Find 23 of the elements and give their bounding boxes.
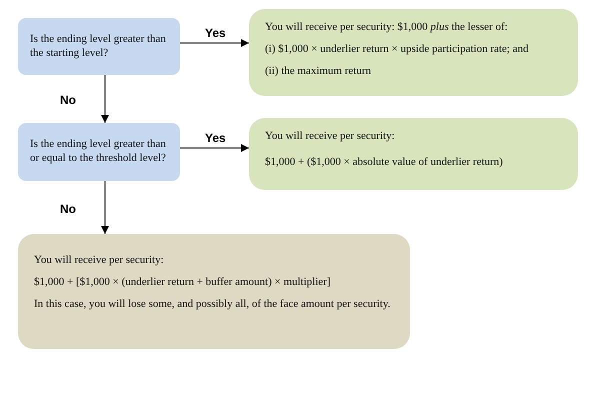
edge-label: No bbox=[60, 200, 76, 218]
arrow bbox=[101, 180, 109, 234]
edge-label: No bbox=[60, 92, 76, 109]
box-text: You will receive per security: $1,000 plus the lesser of: bbox=[265, 21, 509, 35]
box-text: $1,000 + [$1,000 × (underlier return + buffer amount) × multiplier] bbox=[34, 276, 332, 290]
box-text: (i) $1,000 × underlier return × upside participation rate; and bbox=[265, 42, 530, 56]
result-box bbox=[249, 118, 578, 190]
box-text: (ii) the maximum return bbox=[265, 64, 372, 78]
edge-label: Yes bbox=[205, 130, 226, 147]
edge-label: Yes bbox=[205, 25, 226, 42]
arrow bbox=[101, 74, 109, 124]
decision-box bbox=[18, 18, 180, 75]
result-box bbox=[18, 234, 410, 349]
box-text: In this case, you will lose some, and possibly all, of the face amount per security. bbox=[34, 298, 392, 312]
arrow bbox=[180, 39, 250, 47]
result-box bbox=[249, 9, 578, 96]
arrow bbox=[180, 144, 250, 152]
box-text: Is the ending level greater than the starting level? bbox=[30, 32, 167, 60]
decision-box bbox=[18, 123, 180, 181]
box-text: $1,000 + ($1,000 × absolute value of underlier return) bbox=[265, 156, 504, 170]
box-text: Is the ending level greater than or equal to the threshold level? bbox=[30, 138, 167, 166]
box-text: You will receive per security: bbox=[34, 254, 165, 268]
box-text: You will receive per security: bbox=[265, 130, 396, 144]
